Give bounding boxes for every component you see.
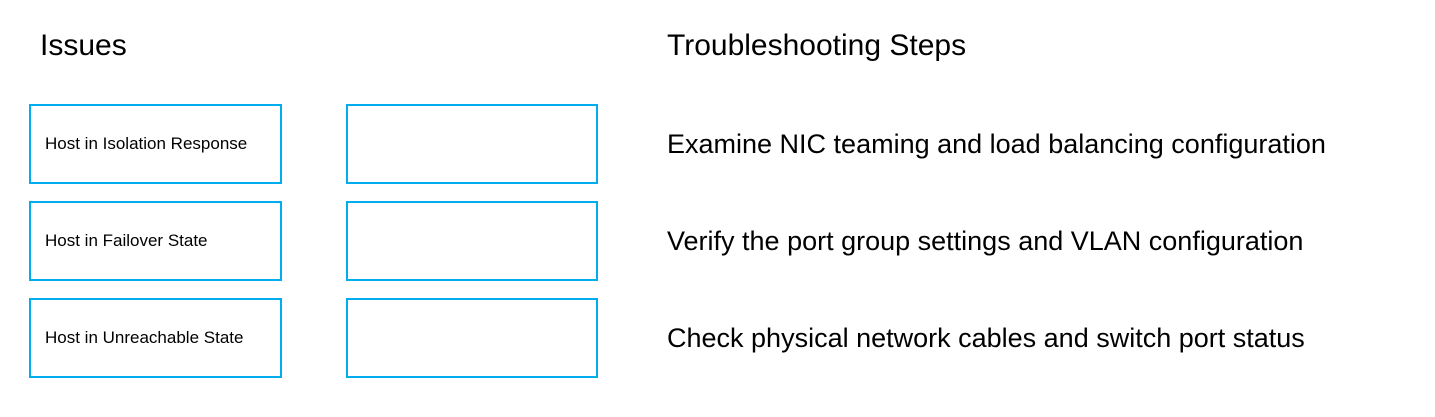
troubleshooting-step-2: Verify the port group settings and VLAN … bbox=[667, 225, 1304, 256]
issue-tile-label: Host in Unreachable State bbox=[45, 327, 244, 347]
troubleshooting-step-row: Check physical network cables and switch… bbox=[667, 298, 1412, 378]
dropzone-row bbox=[346, 104, 598, 184]
issue-tile-1[interactable]: Host in Isolation Response bbox=[29, 104, 282, 184]
dropzone-3[interactable] bbox=[346, 298, 598, 378]
issue-row: Host in Failover State bbox=[29, 201, 282, 281]
issue-row: Host in Unreachable State bbox=[29, 298, 282, 378]
issue-tile-3[interactable]: Host in Unreachable State bbox=[29, 298, 282, 378]
troubleshooting-step-row: Examine NIC teaming and load balancing c… bbox=[667, 104, 1412, 184]
troubleshooting-steps-column: Examine NIC teaming and load balancing c… bbox=[667, 104, 1412, 378]
issues-column-heading: Issues bbox=[40, 29, 127, 62]
troubleshooting-step-row: Verify the port group settings and VLAN … bbox=[667, 201, 1412, 281]
dropzone-row bbox=[346, 201, 598, 281]
troubleshooting-step-3: Check physical network cables and switch… bbox=[667, 322, 1305, 353]
issue-row: Host in Isolation Response bbox=[29, 104, 282, 184]
issues-column: Host in Isolation Response Host in Failo… bbox=[29, 104, 282, 378]
dropzone-1[interactable] bbox=[346, 104, 598, 184]
troubleshooting-steps-column-heading: Troubleshooting Steps bbox=[667, 29, 967, 62]
issue-tile-2[interactable]: Host in Failover State bbox=[29, 201, 282, 281]
dropzone-row bbox=[346, 298, 598, 378]
dropzone-2[interactable] bbox=[346, 201, 598, 281]
dropzones-column bbox=[346, 104, 598, 378]
troubleshooting-step-1: Examine NIC teaming and load balancing c… bbox=[667, 128, 1326, 159]
issue-tile-label: Host in Failover State bbox=[45, 230, 208, 250]
issue-tile-label: Host in Isolation Response bbox=[45, 133, 248, 153]
